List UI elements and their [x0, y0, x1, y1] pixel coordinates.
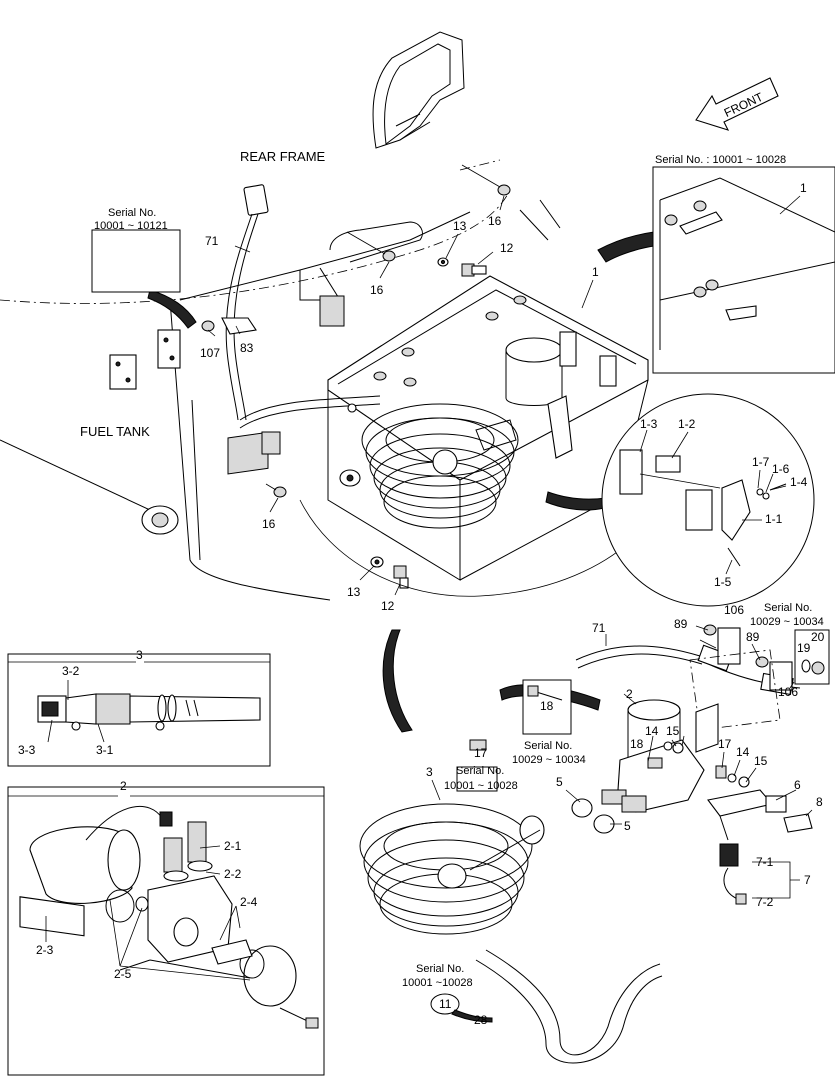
callout-7-1: 7-1: [756, 855, 774, 869]
callout-3-box: 3: [136, 648, 143, 662]
heater-assembly-drawing: [359, 624, 830, 1064]
pump-detail-drawing: [19, 806, 319, 1029]
callout-1-5: 1-5: [714, 575, 732, 589]
callout-12-top: 12: [500, 241, 514, 255]
rear-frame-label: REAR FRAME: [240, 149, 326, 164]
leader-lines: [8, 195, 813, 981]
callout-16-b: 16: [370, 283, 384, 297]
callout-89-c: 89: [746, 630, 760, 644]
callout-71-bottom: 71: [592, 621, 606, 635]
callout-3-2: 3-2: [62, 664, 80, 678]
serial-detail-box: [652, 166, 835, 374]
callout-7-2: 7-2: [756, 895, 774, 909]
serial-range-1: Serial No. : 10001 ~ 10028: [655, 154, 786, 166]
callout-14-b: 14: [736, 745, 750, 759]
callout-1: 1: [592, 265, 599, 279]
callout-8: 8: [816, 795, 823, 809]
callout-2-main: 2: [626, 687, 633, 701]
fuel-tank-label: FUEL TANK: [80, 424, 150, 439]
callout-12-bottom: 12: [381, 599, 395, 613]
callout-2-5: 2-5: [114, 967, 132, 981]
callout-1-detail: 1: [800, 181, 807, 195]
callout-17-b: 17: [474, 746, 488, 760]
callout-20: 20: [811, 630, 825, 644]
hardware-bolts-drawing: [265, 164, 511, 589]
serial-note-5-line1: Serial No.: [456, 765, 504, 777]
callout-3-1: 3-1: [96, 743, 114, 757]
callout-2-box: 2: [120, 779, 127, 793]
callout-107: 107: [200, 346, 220, 360]
callout-16-a: 16: [488, 214, 502, 228]
serial-note-3-line2: 10029 ~ 10034: [750, 616, 824, 628]
callout-5-a: 5: [556, 775, 563, 789]
callout-1-2: 1-2: [678, 417, 696, 431]
callout-14-a: 14: [645, 724, 659, 738]
callout-71-top: 71: [205, 234, 219, 248]
callout-13-bottom: 13: [347, 585, 361, 599]
callout-28: 28: [474, 1013, 488, 1027]
serial-note-6-line1: Serial No.: [416, 963, 464, 975]
callout-11: 11: [439, 997, 452, 1011]
serial-note-2-line2: 10001 ~ 10121: [94, 220, 168, 232]
callout-16-c: 16: [262, 517, 276, 531]
callout-2-4: 2-4: [240, 895, 258, 909]
harness-drawing: [98, 184, 269, 421]
serial-inset-box: [91, 229, 181, 293]
callout-18-a: 18: [630, 737, 644, 751]
hose-detail-drawing: [37, 693, 261, 731]
callout-18-b: 18: [540, 699, 554, 713]
callout-13-top: 13: [453, 219, 467, 233]
callout-17-a: 17: [718, 737, 732, 751]
callout-1-3: 1-3: [640, 417, 658, 431]
callout-15-a: 15: [666, 724, 680, 738]
callout-19: 19: [797, 641, 811, 655]
callout-2-1: 2-1: [224, 839, 242, 853]
callout-2-3: 2-3: [36, 943, 54, 957]
serial-note-4-line2: 10029 ~ 10034: [512, 754, 586, 766]
callout-6: 6: [794, 778, 801, 792]
callout-1-1: 1-1: [765, 512, 783, 526]
heater-box-drawing: [239, 275, 649, 581]
serial-note-3-line1: Serial No.: [764, 602, 812, 614]
serial-note-6-line2: 10001 ~10028: [402, 977, 473, 989]
frame-bracket-drawing: [372, 31, 465, 149]
callout-89-b: 89: [674, 617, 688, 631]
serial-note-4-line1: Serial No.: [524, 740, 572, 752]
serial-notes: Serial No. 10001 ~ 10121 Serial No. 1002…: [91, 207, 824, 989]
serial-note-5-line2: 10001 ~ 10028: [444, 780, 518, 792]
serial-note-2-line1: Serial No.: [108, 207, 156, 219]
callout-106-b: 106: [778, 685, 798, 699]
callout-1-6: 1-6: [772, 462, 790, 476]
frame-outline-drawing: [0, 159, 561, 601]
detail-box-drawing: [659, 177, 835, 350]
callout-1-7: 1-7: [752, 455, 770, 469]
callout-15-b: 15: [754, 754, 768, 768]
callout-7: 7: [804, 873, 811, 887]
callout-5-b: 5: [624, 819, 631, 833]
callout-106-a: 106: [724, 603, 744, 617]
callout-1-4: 1-4: [790, 475, 808, 489]
bracket-detail-drawing: [619, 449, 787, 567]
callout-2-2: 2-2: [224, 867, 242, 881]
front-arrow-icon: FRONT: [695, 77, 779, 131]
callout-83: 83: [240, 341, 254, 355]
callout-3-main: 3: [426, 765, 433, 779]
callout-labels: 1 1 1-3 1-2 1-7 1-6 1-4 1-1 1-5 71 83 89…: [18, 181, 825, 1027]
callout-3-3: 3-3: [18, 743, 36, 757]
